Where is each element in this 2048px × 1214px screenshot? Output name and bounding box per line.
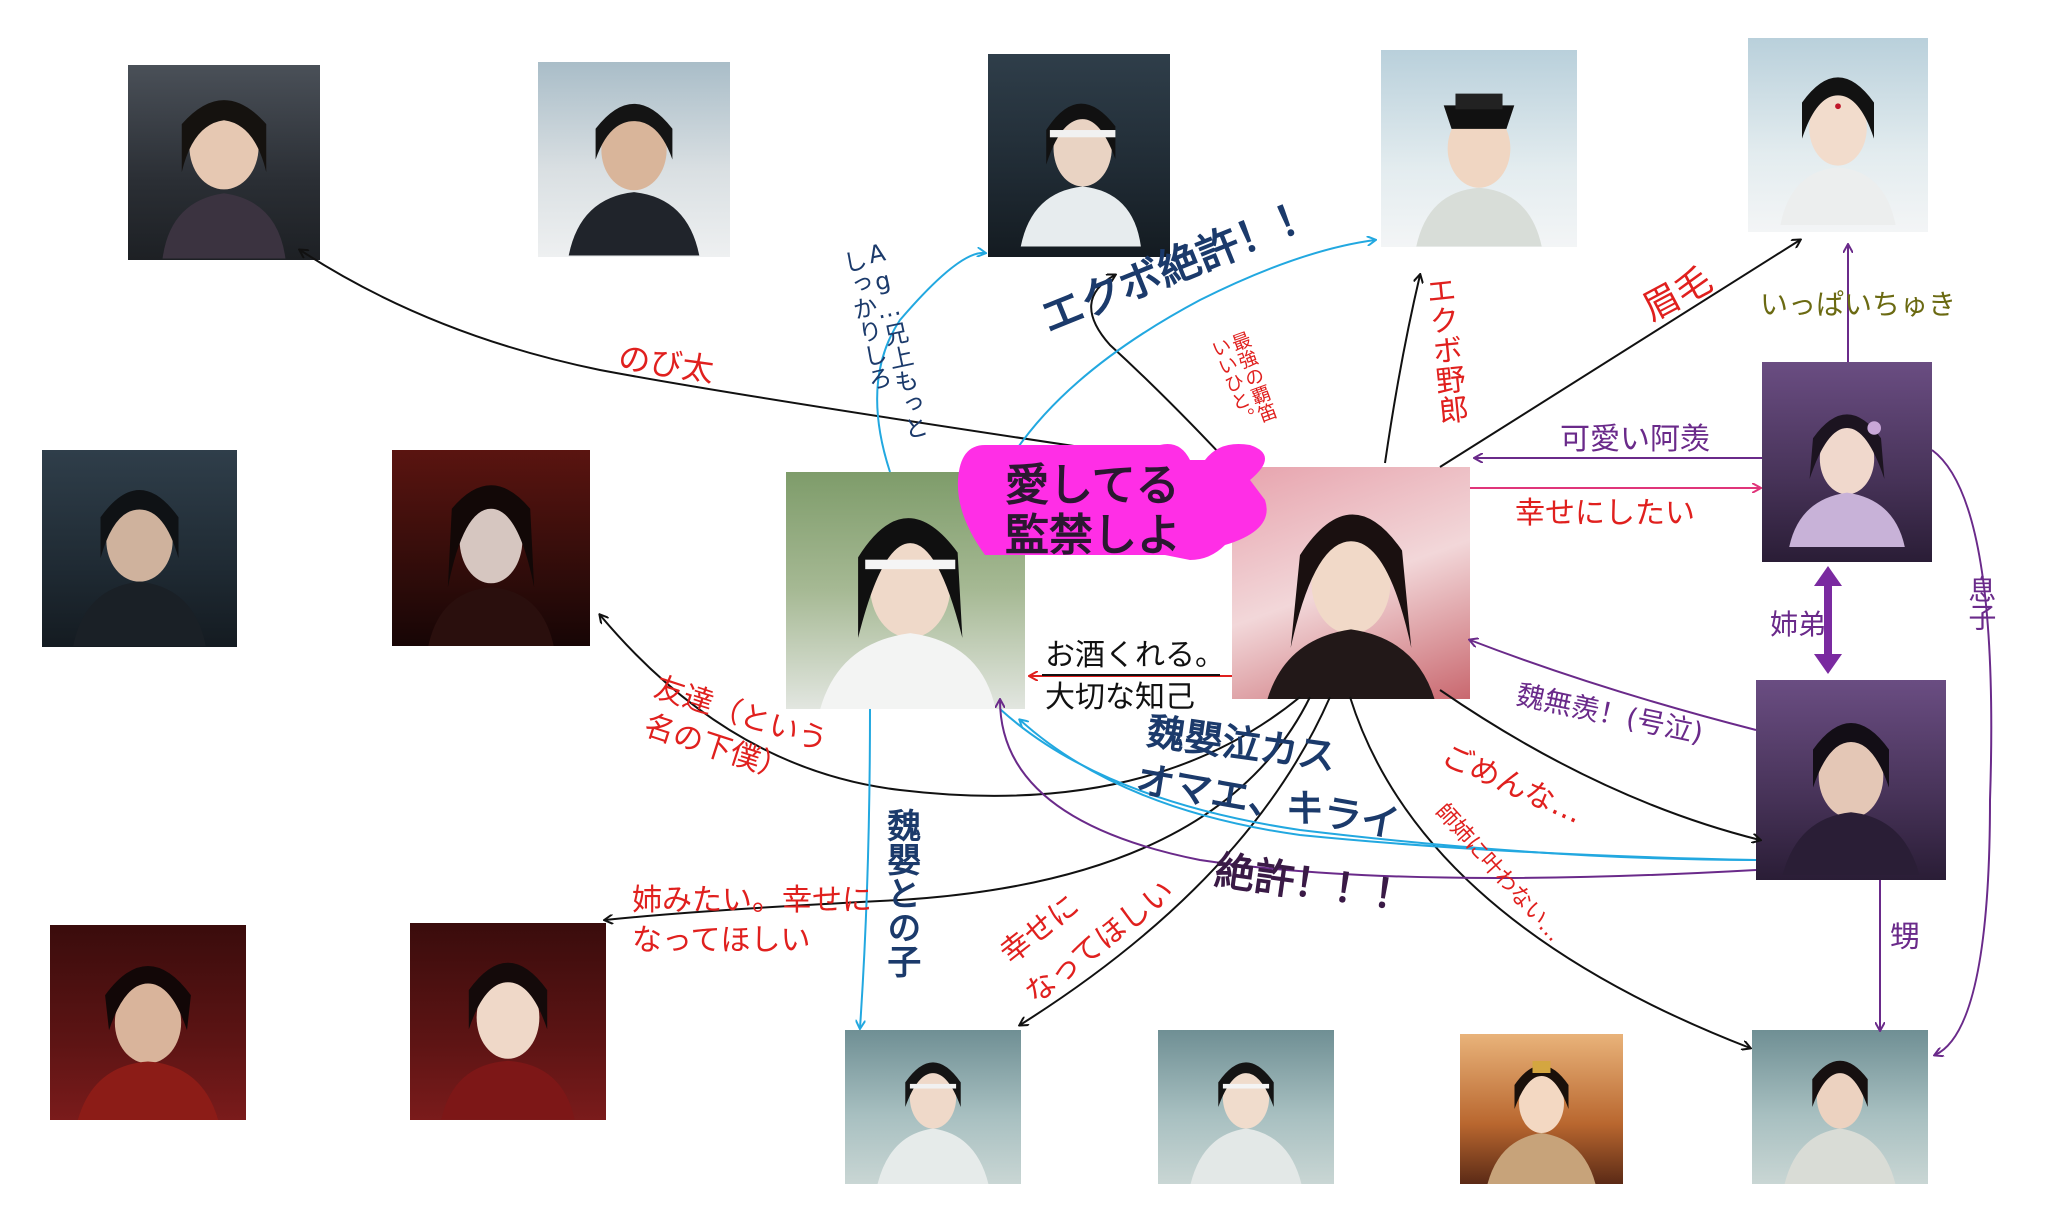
person-silhouette-icon <box>1020 103 1141 247</box>
portrait-jiang-cheng-top-left <box>128 65 320 260</box>
arrow-gomenna <box>1439 689 1760 840</box>
arrow-ag <box>876 253 985 473</box>
aishiteru-bubble <box>957 444 1267 560</box>
person-silhouette-icon <box>1267 514 1435 699</box>
arrow-ekubo-zekkyo <box>997 240 1375 481</box>
label-ippai-chuki: いっぱいちゅき <box>1760 288 1957 321</box>
portrait-wen-qing-bottom-left <box>50 925 246 1120</box>
person-silhouette-icon <box>568 103 700 256</box>
portrait-jiang-yanli-right <box>1762 362 1932 562</box>
person-silhouette-icon <box>1784 1060 1896 1184</box>
person-silhouette-icon <box>1416 93 1542 247</box>
arrow-shiawase <box>1020 696 1331 1025</box>
portrait-jin-zixuan-top <box>538 62 730 257</box>
label-ane-mitai-line1: 姉みたい。幸せに <box>632 883 872 918</box>
label-shiawase-ni-shitai: 幸せにしたい <box>1515 496 1695 531</box>
portrait-jin-zixuan-top-right <box>1748 38 1928 232</box>
label-kawaii-axian: 可愛い阿羡 <box>1560 422 1710 457</box>
portrait-lan-wangji-center <box>786 472 1025 709</box>
person-silhouette-icon <box>1789 414 1905 547</box>
portrait-wen-ning-dark-red <box>392 450 590 646</box>
portrait-jin-guangyao-bottom <box>1460 1034 1623 1184</box>
label-shitei: 姉弟 <box>1770 608 1827 641</box>
label-musuko: 息子 <box>1964 575 1998 631</box>
person-silhouette-icon <box>1780 77 1896 225</box>
person-silhouette-icon <box>1190 1062 1302 1184</box>
portrait-lan-xichen-top <box>988 54 1170 257</box>
portrait-jiang-cheng-right <box>1756 680 1946 880</box>
person-silhouette-icon <box>428 485 554 646</box>
person-silhouette-icon <box>820 518 996 709</box>
arrow-weiwuxian-gokyu <box>1470 640 1757 731</box>
label-taisetsuna-chiki: 大切な知己 <box>1045 680 1195 715</box>
label-osake: お酒くれる。 <box>1045 638 1225 673</box>
arrow-to-lan-xichen <box>1090 275 1236 471</box>
arrow-omae-kirai-back <box>1020 720 1757 861</box>
arrow-weiying-tono-ko <box>860 708 871 1028</box>
person-silhouette-icon <box>1487 1061 1596 1184</box>
label-oi: 甥 <box>1890 920 1920 955</box>
portrait-jin-ling-hat-top <box>1381 50 1577 247</box>
portrait-jin-ling-bottom-right <box>1752 1030 1928 1184</box>
person-silhouette-icon <box>877 1062 989 1184</box>
portrait-lan-sizhui-bottom <box>845 1030 1021 1184</box>
label-ane-mitai-line2: なってほしい <box>632 923 811 958</box>
arrow-mayuge <box>1439 240 1800 468</box>
person-silhouette-icon <box>1782 723 1920 875</box>
arrow-ane-mitai <box>605 696 1311 920</box>
portrait-wen-ning-left <box>42 450 237 647</box>
arrow-shijie <box>1349 696 1750 1048</box>
person-silhouette-icon <box>162 100 286 259</box>
label-kankin-shiyo: 監禁しよ <box>1005 510 1181 561</box>
arrow-musuko <box>1931 449 1993 1055</box>
portrait-wen-qing-bottom <box>410 923 606 1120</box>
portrait-lan-jingyi-bottom <box>1158 1030 1334 1184</box>
person-silhouette-icon <box>77 965 219 1120</box>
arrow-to-wen-ning <box>600 615 1301 797</box>
arrow-zekkyo <box>1000 700 1757 879</box>
portrait-wei-wuxian-center <box>1232 467 1470 699</box>
label-weiying-tono-ko: 魏嬰との子 <box>880 808 921 978</box>
arrow-shitei-double <box>1814 566 1842 674</box>
person-silhouette-icon <box>73 490 206 646</box>
arrow-nobita <box>300 250 1236 471</box>
arrow-to-jin-ling-hat <box>1384 275 1420 464</box>
label-aishiteru: 愛してる <box>1005 460 1180 511</box>
person-silhouette-icon <box>441 962 575 1120</box>
